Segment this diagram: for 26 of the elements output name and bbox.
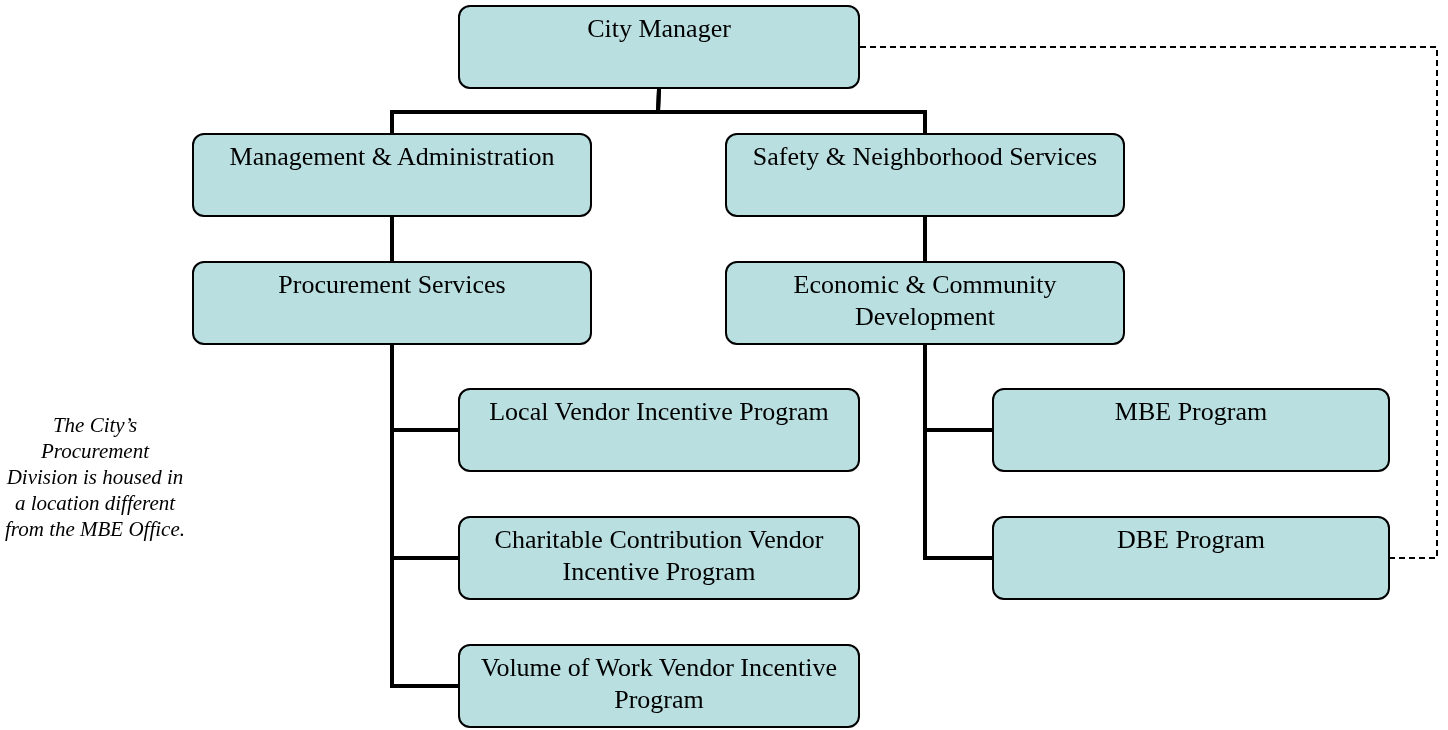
org-box xyxy=(458,516,860,600)
org-box xyxy=(992,516,1390,600)
unit-name: Economic & Community Development xyxy=(792,269,1058,333)
unit-name: Volume of Work Vendor Incentive Program xyxy=(479,652,839,716)
org-box xyxy=(458,388,860,472)
org-box xyxy=(992,388,1390,472)
unit-name: MBE Program xyxy=(1114,396,1268,428)
connector-line xyxy=(655,88,927,133)
unit-name: Charitable Contribution Vendor Incentive Program xyxy=(493,524,825,588)
org-box xyxy=(725,261,1125,345)
org-box xyxy=(458,5,860,89)
org-box xyxy=(192,261,592,345)
unit-name: Safety & Neighborhood Services xyxy=(752,141,1098,173)
unit-name: Management & Administration xyxy=(229,141,555,173)
org-box xyxy=(192,133,592,217)
dashed-connector xyxy=(859,46,1438,559)
connector-line xyxy=(390,217,394,261)
unit-name: DBE Program xyxy=(1116,524,1265,556)
org-box xyxy=(458,644,860,728)
connector-line xyxy=(923,217,927,261)
unit-name: City Manager xyxy=(587,13,731,45)
unit-name: Local Vendor Incentive Program xyxy=(489,396,829,428)
note-text: The City’s Procurement Division is housed in a location different from the MBE Office. xyxy=(5,412,185,542)
connector-line xyxy=(390,345,458,688)
org-box xyxy=(725,133,1125,217)
unit-name: Procurement Services xyxy=(278,269,506,301)
